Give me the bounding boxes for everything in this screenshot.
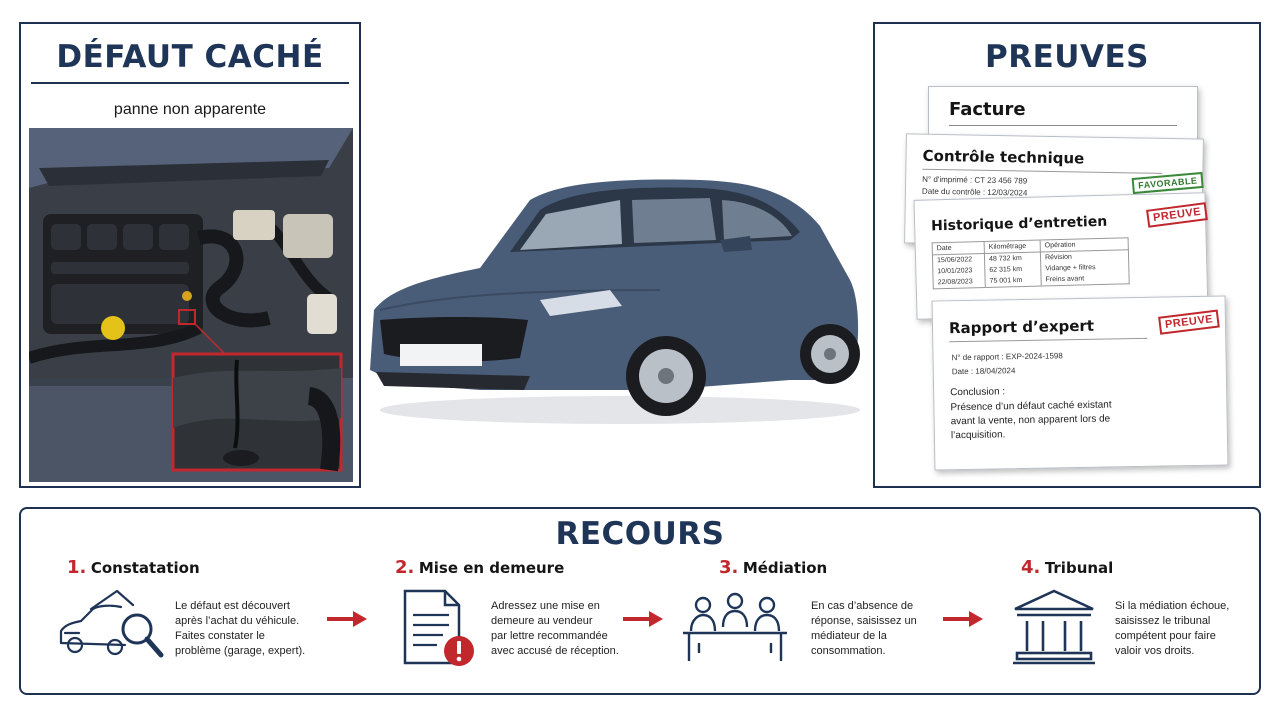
step-label: Constatation (90, 559, 200, 577)
conclusion-line: Présence d’un défaut caché existant (950, 399, 1112, 414)
inspection-date: Date du contrôle : 12/03/2024 (921, 186, 1028, 198)
conclusion-line: avant la vente, non apparent lors de (950, 413, 1111, 428)
step-text-line: médiateur de la (811, 630, 887, 642)
title-divider (31, 82, 349, 84)
expert-report-date: Date : 18/04/2024 (951, 366, 1016, 377)
step-number: 4. (1021, 557, 1041, 578)
expert-report-rule (949, 337, 1148, 343)
step-title: 3. Médiation (719, 557, 827, 578)
step-text-line: saisissez le tribunal (1115, 615, 1211, 627)
step-description: En cas d’absence de réponse, saisissez u… (811, 599, 971, 659)
step-text-line: demeure au vendeur (491, 615, 593, 627)
invoice-rule (949, 125, 1177, 126)
arrow-right-icon (327, 611, 367, 627)
inspection-title: Contrôle technique (922, 146, 1085, 168)
arrow-right-icon (623, 611, 663, 627)
proof-stamp: PREUVE (1146, 202, 1209, 228)
expert-report-number: N° de rapport : EXP-2024-1598 (951, 351, 1063, 363)
engine-bay-image (29, 128, 353, 482)
letter-warning-icon (403, 589, 474, 666)
step-text-line: compétent pour faire (1115, 630, 1216, 642)
proof-stamp: PREUVE (1158, 309, 1221, 335)
courthouse-icon (1013, 589, 1095, 665)
invoice-title: Facture (949, 99, 1026, 120)
step-title: 1. Constatation (67, 557, 200, 578)
table-cell: 75 001 km (984, 274, 1042, 288)
meeting-table-icon (683, 592, 787, 661)
step-text-line: avec accusé de réception. (491, 645, 619, 657)
step-text-line: En cas d’absence de (811, 600, 914, 612)
step-number: 3. (719, 557, 739, 578)
step-title: 4. Tribunal (1021, 557, 1113, 578)
car-inspection-icon (59, 589, 164, 658)
recourse-panel: RECOURS 1. Constatation Le défaut est dé… (19, 507, 1261, 695)
step-label: Mise en demeure (418, 559, 565, 577)
step-label: Tribunal (1044, 559, 1114, 577)
arrow-right-icon (943, 611, 983, 627)
hidden-defect-title: DÉFAUT CACHÉ (56, 39, 324, 75)
step-text-line: consommation. (811, 645, 886, 657)
favorable-stamp: FAVORABLE (1131, 171, 1205, 195)
step-description: Le défaut est découvert après l’achat du… (175, 599, 355, 659)
table-cell: 22/08/2023 (933, 275, 986, 289)
recourse-title: RECOURS (555, 516, 725, 552)
car-image (370, 179, 860, 424)
inspection-print-number: N° d'imprimé : CT 23 456 789 (922, 174, 1028, 186)
step-title: 2. Mise en demeure (395, 557, 564, 578)
proofs-panel: PREUVES Facture Contrôle technique N° d'… (873, 22, 1261, 488)
proofs-title: PREUVES (985, 39, 1149, 75)
maintenance-table: Date Kilométrage Opération 15/06/2022 48… (932, 237, 1130, 289)
step-text-line: problème (garage, expert). (175, 645, 306, 657)
step-text-line: Adressez une mise en (491, 600, 600, 612)
expert-report-document: Rapport d’expert PREUVE N° de rapport : … (931, 295, 1229, 471)
step-text-line: par lettre recommandée (491, 630, 608, 642)
step-text-line: Faites constater le (175, 630, 265, 642)
step-text-line: après l’achat du véhicule. (175, 615, 300, 627)
inspection-rule (922, 168, 1163, 174)
hidden-defect-panel: DÉFAUT CACHÉ panne non apparente (19, 22, 361, 488)
step-description: Adressez une mise en demeure au vendeur … (491, 599, 671, 659)
conclusion-line: l’acquisition. (950, 429, 1006, 442)
maintenance-title: Historique d’entretien (930, 213, 1108, 235)
hidden-defect-subtitle: panne non apparente (113, 101, 267, 118)
table-cell: Freins avant (1040, 272, 1130, 287)
expert-report-title: Rapport d’expert (948, 316, 1095, 338)
step-text-line: réponse, saisissez un (811, 615, 917, 627)
step-number: 2. (395, 557, 415, 578)
step-description: Si la médiation échoue, saisissez le tri… (1115, 599, 1255, 659)
step-text-line: Le défaut est découvert (175, 600, 290, 612)
step-label: Médiation (742, 559, 828, 577)
conclusion-label: Conclusion : (950, 386, 1006, 399)
step-number: 1. (67, 557, 87, 578)
step-text-line: valoir vos droits. (1115, 645, 1195, 657)
step-text-line: Si la médiation échoue, (1115, 600, 1230, 612)
